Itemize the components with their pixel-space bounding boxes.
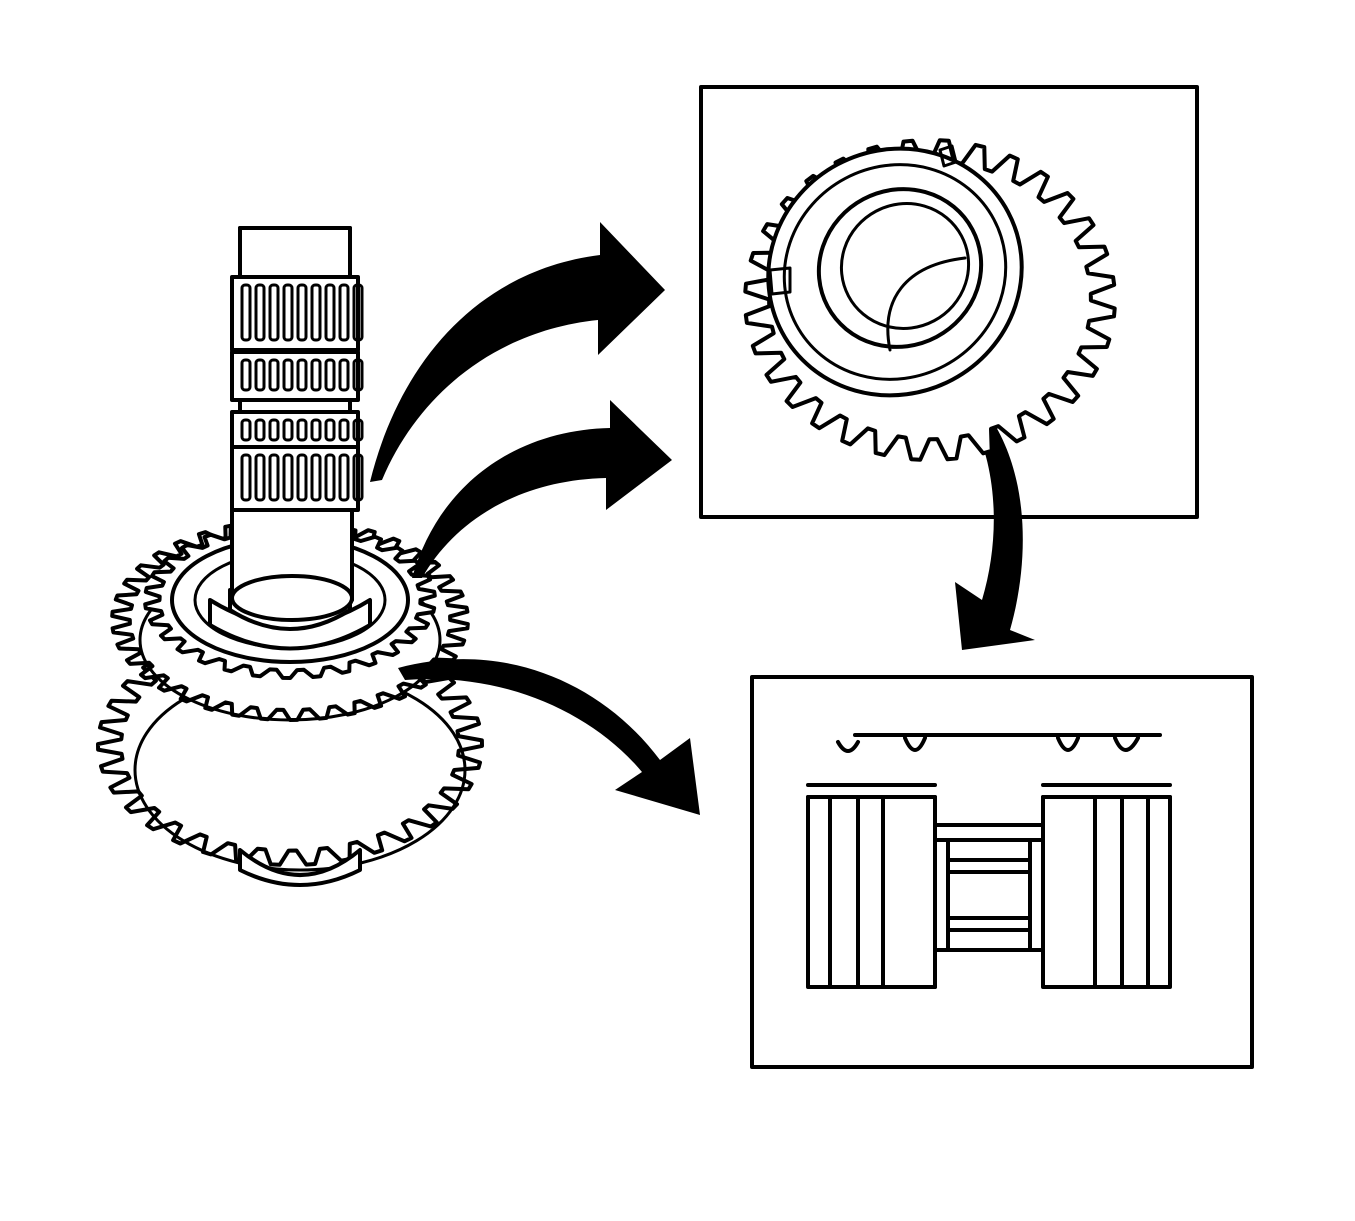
callout-arrow-icon [370,222,1035,815]
spline-tooth [282,358,294,392]
spline-tooth [324,453,336,502]
output-shaft [230,226,364,622]
spline-tooth [352,453,364,502]
shaft-spline-band [230,445,360,512]
spline-tooth [338,418,350,442]
spline-tooth [296,418,308,442]
gear-tooth-detail-icon [806,733,1172,989]
spline-tooth [338,453,350,502]
spline-tooth [240,358,252,392]
spline-tooth [310,358,322,392]
spline-tooth [352,283,364,342]
spline-tooth [254,453,266,502]
spline-tooth [324,418,336,442]
spline-tooth [338,283,350,342]
spline-tooth [282,283,294,342]
synchronizer-detail-panel [699,85,1199,519]
spline-tooth [254,283,266,342]
spline-tooth [240,453,252,502]
spline-tooth [282,453,294,502]
spline-tooth [240,418,252,442]
spline-tooth [352,358,364,392]
spline-tooth [254,358,266,392]
spline-tooth [296,358,308,392]
spline-tooth [240,283,252,342]
spline-tooth [254,418,266,442]
spline-tooth [296,453,308,502]
spline-tooth [352,418,364,442]
synchronizer-gear-icon [743,138,1117,462]
spline-tooth [268,358,280,392]
spline-tooth [310,418,322,442]
spline-tooth [268,418,280,442]
spline-tooth [296,283,308,342]
spline-tooth [268,283,280,342]
gear-shaft-assembly-icon [96,226,484,887]
shaft-spline-band [230,350,360,402]
spline-tooth [310,283,322,342]
spline-tooth [268,453,280,502]
spline-tooth [324,283,336,342]
spline-tooth [324,358,336,392]
spline-tooth [310,453,322,502]
tooth-clearance-detail-panel [750,675,1254,1069]
spline-tooth [282,418,294,442]
spline-tooth [338,358,350,392]
